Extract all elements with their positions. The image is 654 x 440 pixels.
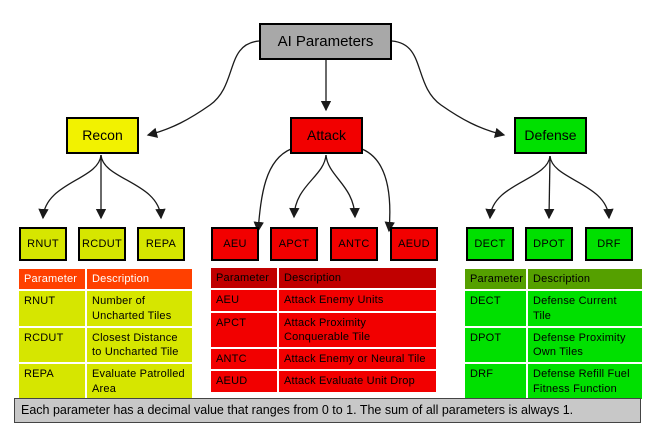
attack-table: Parameter Description AEU Attack Enemy U… [209, 266, 438, 394]
arrow-attack-to-aeud [361, 148, 395, 233]
param-cell: REPA [19, 364, 85, 400]
desc-cell: Attack Proximity Conquerable Tile [279, 312, 436, 348]
recon-table: Parameter Description RNUT Number of Unc… [17, 267, 194, 401]
param-cell: DRF [465, 364, 526, 400]
param-cell: APCT [211, 312, 277, 348]
desc-cell: Defense Refill Fuel Fitness Function [528, 364, 642, 400]
node-aeu: AEU [211, 227, 259, 261]
arrow-defense-to-dpot [543, 155, 555, 220]
column-header-parameter: Parameter [211, 268, 277, 289]
node-rcdut: RCDUT [78, 227, 126, 261]
table-row: RNUT Number of Uncharted Tiles [19, 291, 192, 326]
table-row: DRF Defense Refill Fuel Fitness Function [465, 364, 642, 400]
arrow-defense-to-drf [549, 155, 614, 220]
node-recon: Recon [66, 117, 139, 154]
table-header-row: Parameter Description [19, 269, 192, 290]
defense-table: Parameter Description DECT Defense Curre… [463, 267, 644, 401]
param-cell: RNUT [19, 291, 85, 326]
node-dect: DECT [466, 227, 514, 261]
node-defense: Defense [514, 117, 587, 154]
column-header-description: Description [279, 268, 436, 289]
node-aeud: AEUD [390, 227, 438, 261]
arrow-recon-to-repa [100, 154, 166, 220]
param-cell: AEUD [211, 371, 277, 392]
param-cell: DPOT [465, 327, 526, 363]
param-cell: RCDUT [19, 327, 85, 363]
table-header-row: Parameter Description [211, 268, 436, 289]
param-cell: ANTC [211, 349, 277, 370]
table-row: RCDUT Closest Distance to Uncharted Tile [19, 327, 192, 363]
node-apct: APCT [270, 227, 318, 261]
arrow-root-to-defense [391, 40, 506, 138]
node-dpot: DPOT [525, 227, 573, 261]
column-header-description: Description [528, 269, 642, 290]
node-drf: DRF [585, 227, 633, 261]
param-cell: DECT [465, 291, 526, 326]
param-cell: AEU [211, 290, 277, 311]
node-rnut: RNUT [19, 227, 67, 261]
desc-cell: Attack Enemy Units [279, 290, 436, 311]
node-antc: ANTC [330, 227, 378, 261]
arrow-attack-to-antc [325, 154, 360, 219]
table-row: AEUD Attack Evaluate Unit Drop [211, 371, 436, 392]
table-row: AEU Attack Enemy Units [211, 290, 436, 311]
node-repa: REPA [137, 227, 185, 261]
table-row: DECT Defense Current Tile [465, 291, 642, 326]
column-header-description: Description [87, 269, 192, 290]
table-header-row: Parameter Description [465, 269, 642, 290]
column-header-parameter: Parameter [19, 269, 85, 290]
arrow-recon-to-rnut [38, 154, 102, 220]
desc-cell: Defense Current Tile [528, 291, 642, 326]
arrow-attack-to-aeu [253, 148, 292, 233]
arrow-defense-to-dect [485, 155, 551, 220]
table-row: ANTC Attack Enemy or Neural Tile [211, 349, 436, 370]
desc-cell: Attack Evaluate Unit Drop [279, 371, 436, 392]
table-row: REPA Evaluate Patrolled Area [19, 364, 192, 400]
footer-note: Each parameter has a decimal value that … [14, 398, 641, 423]
node-attack: Attack [290, 117, 363, 154]
table-row: APCT Attack Proximity Conquerable Tile [211, 312, 436, 348]
desc-cell: Attack Enemy or Neural Tile [279, 349, 436, 370]
arrow-attack-to-apct [289, 154, 327, 219]
desc-cell: Evaluate Patrolled Area [87, 364, 192, 400]
column-header-parameter: Parameter [465, 269, 526, 290]
table-row: DPOT Defense Proximity Own Tiles [465, 327, 642, 363]
desc-cell: Number of Uncharted Tiles [87, 291, 192, 326]
desc-cell: Defense Proximity Own Tiles [528, 327, 642, 363]
node-ai-parameters: AI Parameters [259, 23, 392, 60]
arrow-root-to-recon [146, 40, 260, 138]
desc-cell: Closest Distance to Uncharted Tile [87, 327, 192, 363]
